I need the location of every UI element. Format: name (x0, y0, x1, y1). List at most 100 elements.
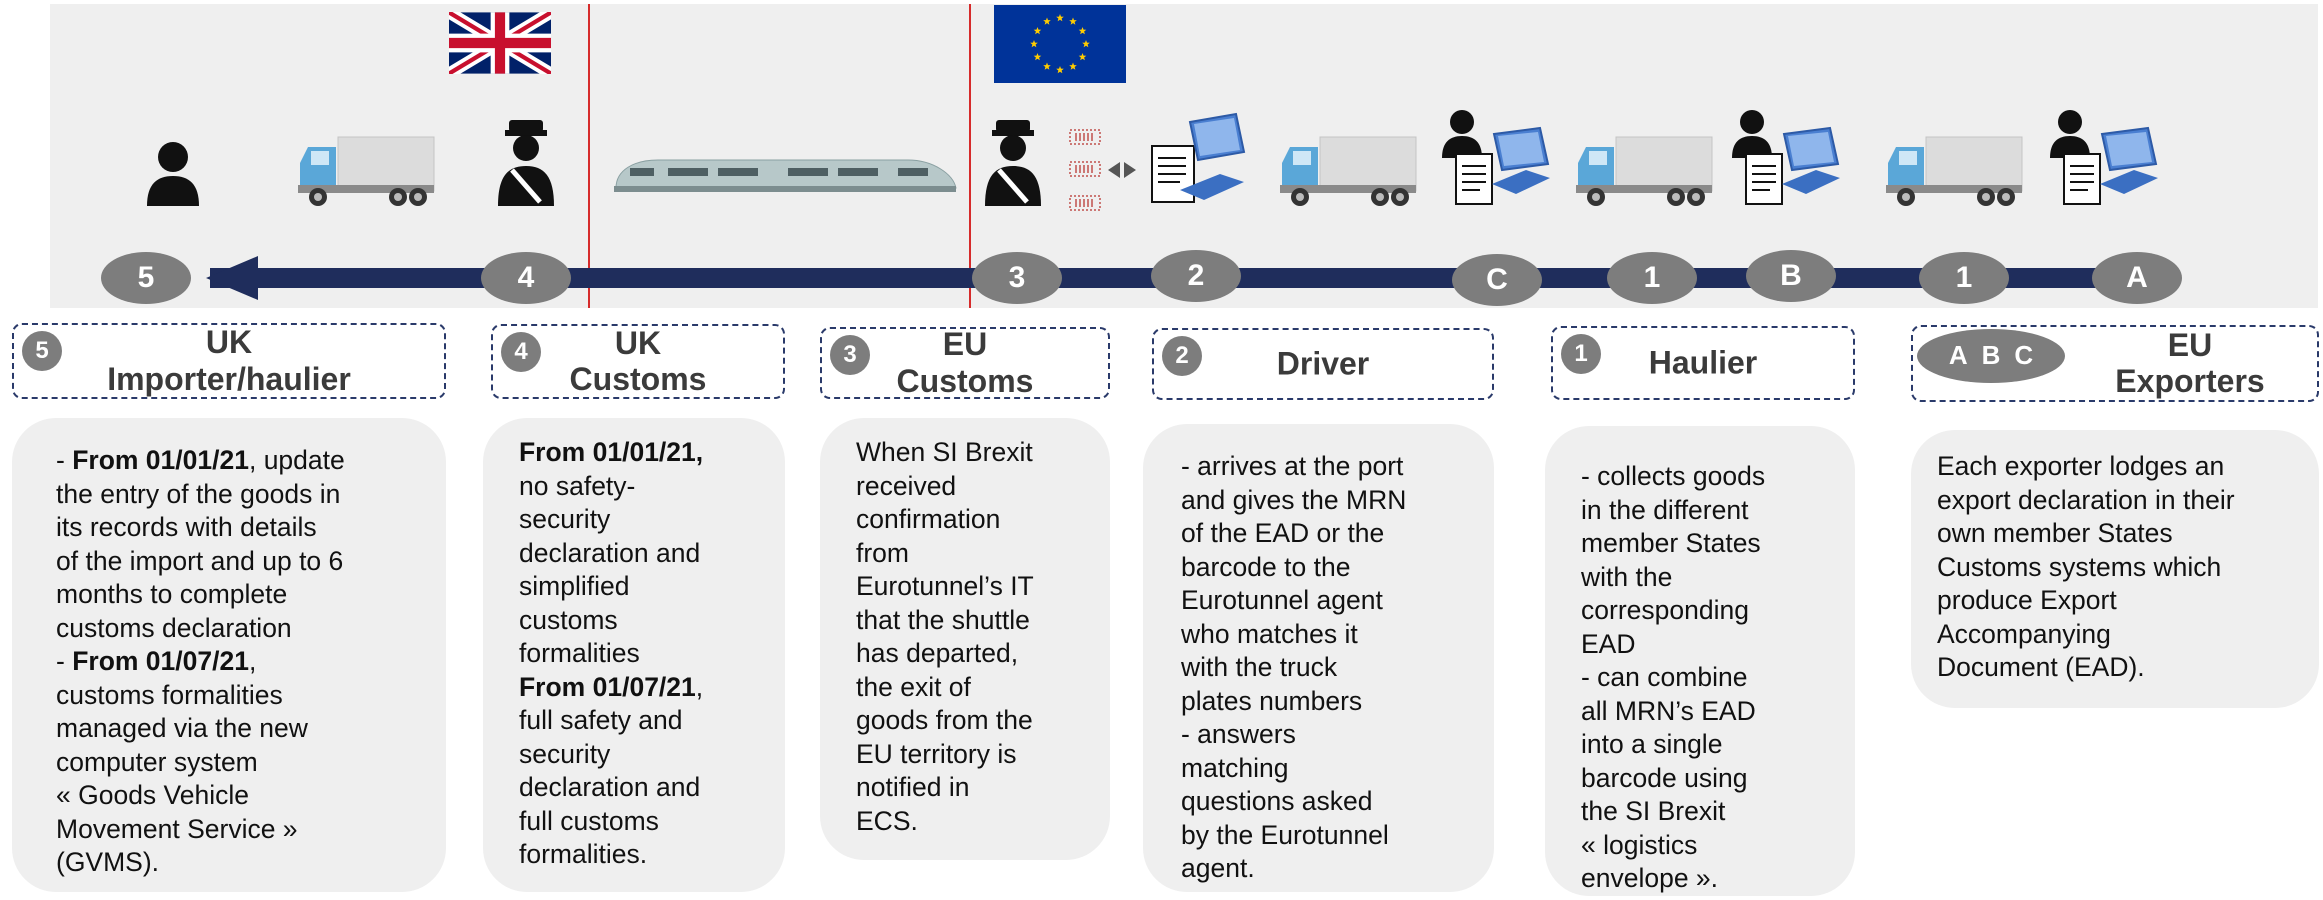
description-emphasis: From 01/07/21 (72, 646, 249, 676)
description-line: from (856, 537, 1100, 571)
train-icon (614, 159, 957, 192)
description-line: agent. (1181, 852, 1482, 886)
actor-header-haulier: 1 Haulier (1551, 326, 1855, 400)
eu-star-icon (1043, 17, 1051, 25)
exporter-icon (1732, 110, 1840, 205)
description-text: who matches it (1181, 618, 1358, 649)
description-line: From 01/01/21, (519, 436, 773, 470)
description-text: Movement Service » (56, 813, 298, 844)
description-text: of the import and up to 6 (56, 545, 344, 576)
eu-star-icon (1056, 14, 1064, 22)
description-line: - answers (1181, 718, 1482, 752)
description-text: (GVMS). (56, 847, 160, 877)
eu-star-icon (1082, 40, 1090, 48)
actor-badge: 3 (830, 335, 870, 375)
description-line: export declaration in their (1937, 484, 2309, 518)
eu-star-icon (1043, 62, 1051, 70)
description-text: notified in (856, 772, 970, 802)
description-line: security (519, 738, 773, 772)
description-text: agent. (1181, 853, 1255, 883)
description-line: member States (1581, 527, 1845, 561)
description-line: confirmation (856, 503, 1100, 537)
description-line: EAD (1581, 628, 1845, 662)
timeline-node-1: 1 (1919, 252, 2009, 304)
description-line: - can combine (1581, 661, 1845, 695)
eu-border-line (969, 4, 971, 308)
description-text: own member States (1937, 518, 2173, 548)
actor-title: EU (2167, 326, 2213, 363)
description-line: no safety- (519, 470, 773, 504)
description-text: the SI Brexit (1581, 796, 1726, 826)
description-text: Each exporter lodges an (1937, 451, 2225, 481)
description-line: received (856, 470, 1100, 504)
eu-star-icon (1056, 66, 1064, 74)
description-text: - answers (1181, 719, 1296, 749)
description-line: Document (EAD). (1937, 651, 2309, 685)
description-line: full safety and (519, 704, 773, 738)
description-text: « Goods Vehicle (56, 780, 249, 810)
actor-title: UK (205, 324, 253, 361)
description-line: who matches it (1181, 618, 1482, 652)
description-line: full customs (519, 805, 773, 839)
description-text: - arrives at the port (1181, 451, 1404, 481)
description-line: goods from the (856, 704, 1100, 738)
description-line: From 01/07/21, (519, 671, 773, 705)
exporter-icon (2050, 110, 2158, 205)
description-text: all MRN’s EAD (1581, 695, 1756, 726)
description-text: formalities. (519, 839, 648, 869)
description-line: Movement Service » (56, 813, 426, 847)
eu-star-icon (1033, 27, 1042, 35)
description-text: goods from the (856, 705, 1033, 735)
description-text: the exit of (856, 671, 971, 702)
truck-icon (298, 136, 435, 206)
customs-officer-icon (498, 120, 554, 206)
timeline-node-4: 4 (481, 252, 571, 304)
description-line: the entry of the goods in (56, 478, 426, 512)
description-text: ECS. (856, 805, 918, 836)
description-line: the SI Brexit (1581, 795, 1845, 829)
description-line: customs formalities (56, 679, 426, 713)
description-text: When SI Brexit (856, 437, 1033, 467)
actor-title: UK (614, 324, 662, 361)
description-text: - collects goods (1581, 461, 1766, 491)
description-line: (GVMS). (56, 846, 426, 880)
customs-officer-icon (985, 120, 1041, 206)
description-text: Document (EAD). (1937, 652, 2145, 682)
description-text: EU territory is (856, 738, 1017, 769)
timeline-node-b: B (1746, 250, 1836, 302)
description-text: Eurotunnel agent (1181, 585, 1383, 615)
description-text: customs declaration (56, 612, 292, 643)
description-text: full customs (519, 805, 659, 836)
description-text: computer system (56, 746, 258, 777)
description-line: own member States (1937, 517, 2309, 551)
description-line: its records with details (56, 511, 426, 545)
description-line: managed via the new (56, 712, 426, 746)
eu-star-icon (1078, 53, 1087, 61)
description-line: computer system (56, 746, 426, 780)
timeline-node-a: A (2092, 252, 2182, 304)
description-text: - can combine (1581, 662, 1748, 692)
description-line: by the Eurotunnel (1181, 819, 1482, 853)
actor-title: EU (942, 326, 988, 363)
description-text: , (248, 646, 257, 676)
description-line: customs (519, 604, 773, 638)
timeline-node-c: C (1452, 254, 1542, 306)
description-line: declaration and (519, 771, 773, 805)
description-line: « logistics (1581, 829, 1845, 863)
description-text: from (856, 537, 909, 568)
description-line: all MRN’s EAD (1581, 695, 1845, 729)
description-text: formalities (519, 638, 640, 668)
description-text: Customs systems which (1937, 551, 2222, 582)
description-text: Accompanying (1937, 618, 2111, 649)
description-text: EAD (1581, 628, 1636, 659)
actor-title: Exporters (2115, 363, 2265, 400)
timeline-node-3: 3 (972, 252, 1062, 304)
eu-star-icon (1069, 62, 1077, 70)
description-line: - From 01/01/21, update (56, 444, 426, 478)
description-line: customs declaration (56, 612, 426, 646)
eu-star-icon (1030, 40, 1038, 48)
description-text: managed via the new (56, 713, 308, 743)
description-text: customs (519, 604, 618, 635)
actor-title: Driver (1276, 345, 1370, 382)
description-text: matching (1181, 752, 1289, 783)
